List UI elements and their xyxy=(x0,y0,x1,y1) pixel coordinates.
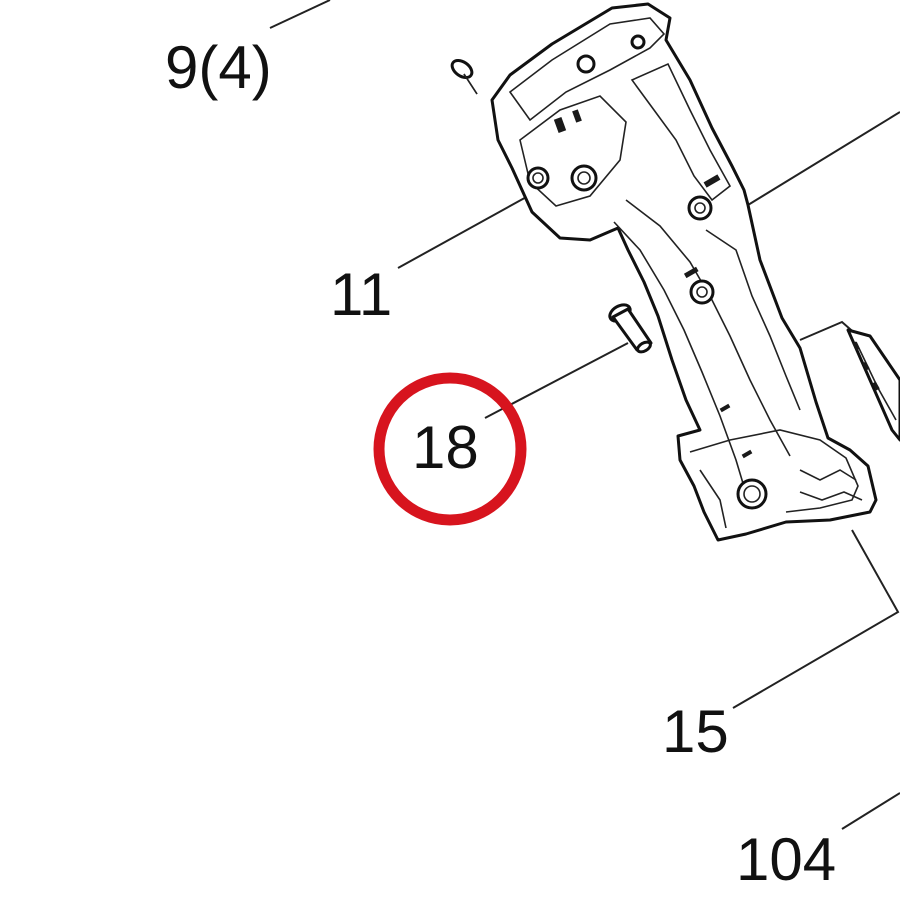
callout-label-11: 11 xyxy=(330,261,392,328)
screw-part-18 xyxy=(608,303,653,354)
leader-15 xyxy=(732,529,900,709)
leader-top-right xyxy=(747,111,900,206)
screw-part-9 xyxy=(450,58,478,95)
housing-part-11 xyxy=(490,2,878,542)
callout-label-104: 104 xyxy=(736,826,836,893)
leader-9 xyxy=(269,0,331,29)
edge-part xyxy=(846,328,900,442)
callout-label-15: 15 xyxy=(662,698,729,765)
highlight-circle-18 xyxy=(373,372,527,526)
callout-label-18: 18 xyxy=(412,414,479,481)
leader-104 xyxy=(841,792,900,830)
leader-11 xyxy=(397,194,531,269)
callout-label-9: 9(4) xyxy=(165,34,272,101)
